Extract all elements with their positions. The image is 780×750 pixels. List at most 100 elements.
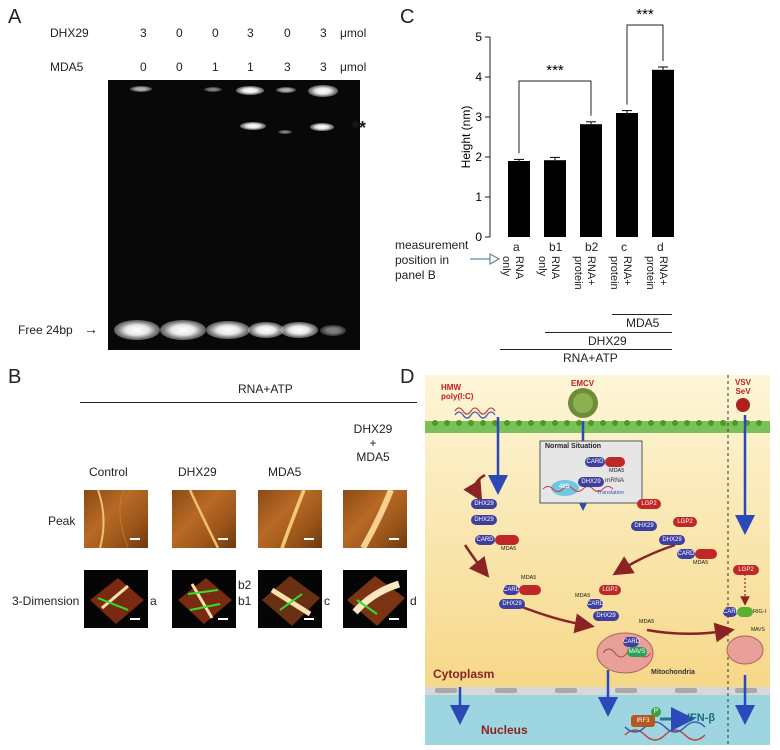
row1_values-3: 3 <box>247 26 254 40</box>
row2_values-5: 3 <box>320 60 327 74</box>
ifn-beta-label: IFN-β <box>687 712 716 724</box>
normal-situation-label: Normal Situation <box>545 443 602 450</box>
ribosome-label: 40S <box>559 484 570 490</box>
bar-c <box>616 113 638 237</box>
cytoplasm-label: Cytoplasm <box>433 667 495 681</box>
arrow-right-icon: → <box>84 321 98 337</box>
afm-peak-dhx29 <box>172 490 236 548</box>
x-sub-xsub1-c: RNA+ <box>621 256 633 286</box>
col-combo-line1: DHX29 <box>353 422 393 436</box>
sig-a-b2-bracket <box>518 80 592 154</box>
mda5-label-1: MDA5 <box>501 546 517 552</box>
afm-3d-mda5 <box>258 570 322 628</box>
rna-rule <box>500 349 672 350</box>
mda5-label-2: MDA5 <box>693 560 709 566</box>
lgp2-pill-3: LGP2 <box>733 565 759 575</box>
measure-label-1: measurement <box>395 238 469 252</box>
unit-label-1: μmol <box>340 26 367 40</box>
group-dhx29: DHX29 <box>588 334 627 348</box>
phospho-badge: P <box>651 707 661 717</box>
measure-arrow-icon <box>470 252 500 266</box>
x-cat-c: c <box>621 240 627 254</box>
dhx29-pill-5: DHX29 <box>499 599 525 609</box>
group-mda5: MDA5 <box>626 316 660 330</box>
x-sub-xsub1-b2: RNA+ <box>585 256 597 286</box>
x-cat-a: a <box>513 240 520 254</box>
panel-b-letter: B <box>8 366 22 388</box>
row2_values-4: 3 <box>284 60 291 74</box>
sig-c-d-bracket <box>626 24 664 105</box>
mitochondria-label: Mitochondria <box>651 669 695 676</box>
unit-label-2: μmol <box>340 60 367 74</box>
dhx29-pill-3: DHX29 <box>631 521 657 531</box>
row2_values-2: 1 <box>212 60 219 74</box>
emcv-label: EMCV <box>571 379 595 388</box>
row2_values-0: 0 <box>140 60 147 74</box>
mark-b2: b2 <box>238 578 252 592</box>
y-tick-label: 5 <box>475 30 482 44</box>
afm-peak-mda5 <box>258 490 322 548</box>
row2_values-1: 0 <box>176 60 183 74</box>
col-combo-line2: + <box>369 436 377 450</box>
measure-label-2: position in <box>395 253 450 267</box>
translation-label: Translation <box>597 490 625 496</box>
row-3d: 3-Dimension <box>12 594 80 608</box>
row1_values-0: 3 <box>140 26 147 40</box>
col-dhx29: DHX29 <box>178 465 217 479</box>
x-sub-xsub1-a: RNA <box>513 256 525 280</box>
x-sub-xsub1-b1: RNA <box>549 256 561 280</box>
row1_values-1: 0 <box>176 26 183 40</box>
mavs-label-2: MAVS <box>751 627 765 633</box>
hmw-label-1: HMW <box>441 383 461 392</box>
y-tick-label: 0 <box>475 230 482 244</box>
row1_values-4: 0 <box>284 26 291 40</box>
y-tick-label: 1 <box>475 190 482 204</box>
measure-label-3: panel B <box>395 268 436 282</box>
irf3-box: IRF3 <box>631 715 655 727</box>
mavs-pill: MAVS <box>627 647 647 657</box>
lgp2-pill-1: LGP2 <box>637 499 661 509</box>
mrna-label: mRNA <box>605 477 625 484</box>
mda5-label-4: MDA5 <box>575 593 591 599</box>
col-combo-line3: MDA5 <box>356 450 390 464</box>
mark-d: d <box>410 594 417 608</box>
mda5-label-3: MDA5 <box>521 575 537 581</box>
dhx29-rule <box>545 332 672 333</box>
sig-c-d-label: *** <box>636 6 654 23</box>
row-peak: Peak <box>48 514 76 528</box>
nucleus-label: Nucleus <box>481 723 528 737</box>
sig-a-b2-label: *** <box>546 62 564 79</box>
mark-a: a <box>150 594 157 608</box>
card-pill-3: CARD <box>723 607 741 617</box>
panel-a-letter: A <box>8 6 22 28</box>
hmw-label-2: poly(I:C) <box>441 392 474 401</box>
col-mda5: MDA5 <box>268 465 302 479</box>
dhx29-pill-2: DHX29 <box>471 515 497 525</box>
dhx29-pill-6: DHX29 <box>593 611 619 621</box>
x-cat-b2: b2 <box>585 240 599 254</box>
lgp2-pill-4: LGP2 <box>599 585 621 595</box>
mark-b1: b1 <box>238 594 252 608</box>
mark-c: c <box>324 594 330 608</box>
col-control: Control <box>89 465 128 479</box>
rigi-label: RIG-I <box>753 609 767 615</box>
normal-dhx29: DHX29 <box>578 477 604 487</box>
bar-a <box>508 161 530 237</box>
bar-b2 <box>580 124 602 237</box>
x-cat-d: d <box>657 240 664 254</box>
afm-peak-combo <box>343 490 407 548</box>
x-sub-xsub2-b2: protein <box>572 256 584 290</box>
mda5-rule <box>612 314 672 315</box>
x-cat-b1: b1 <box>549 240 563 254</box>
normal-mda5: MDA5 <box>609 468 625 474</box>
y-axis-label: Height (nm) <box>459 106 473 169</box>
complex-stars: ** <box>352 118 367 138</box>
row1_values-2: 0 <box>212 26 219 40</box>
x-sub-xsub2-a: only <box>500 256 512 277</box>
x-sub-xsub2-d: protein <box>644 256 656 290</box>
card-pill-5: CARD <box>587 599 605 609</box>
free-probe-label: Free 24bp <box>18 323 73 337</box>
afm-3d-control <box>84 570 148 628</box>
x-sub-xsub2-c: protein <box>608 256 620 290</box>
afm-3d-combo <box>343 570 407 628</box>
